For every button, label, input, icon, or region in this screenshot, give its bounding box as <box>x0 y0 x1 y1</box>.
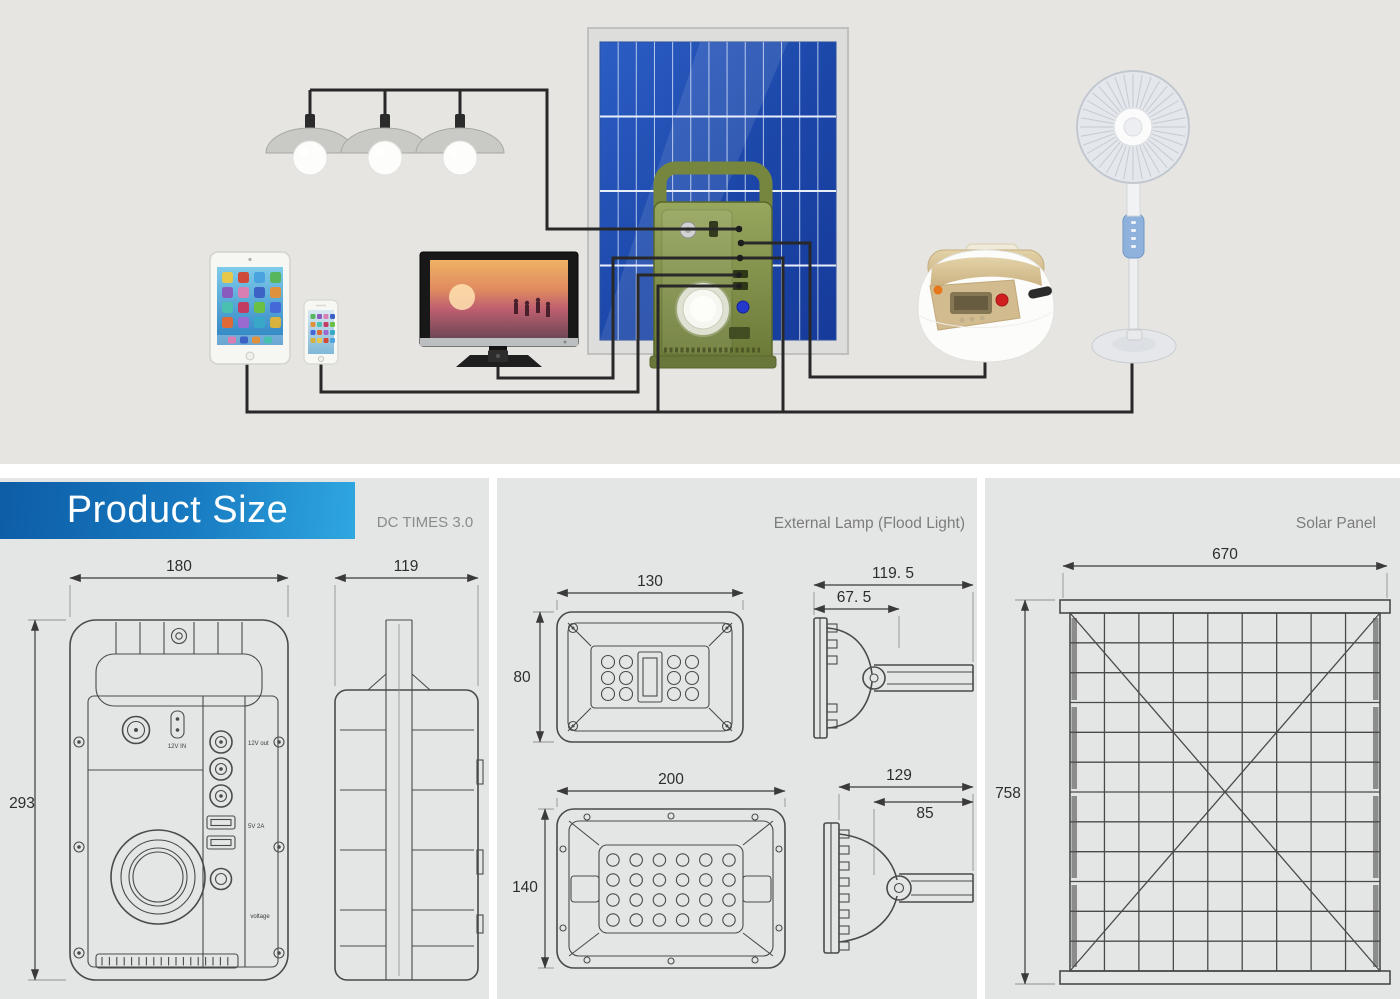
rice-cooker-illustration <box>917 243 1055 363</box>
station-blue-button <box>736 300 750 314</box>
external-lamp-drawing: 130 80 119. 5 67. 5 <box>512 565 974 969</box>
dc-output-ports <box>209 730 233 808</box>
dim-small-width: 130 <box>637 573 663 590</box>
pendant-lamps-illustration <box>265 114 505 176</box>
fan-neck-clamp <box>1122 213 1145 259</box>
dim-solar-height: 758 <box>995 785 1021 802</box>
solar-grid <box>1069 612 1381 972</box>
dimension-lines: 180 119 293 <box>9 558 479 981</box>
dim-large-bracket: 85 <box>916 805 933 822</box>
vent-slots <box>101 957 229 966</box>
wire-cooker <box>742 241 987 379</box>
handle-hatch <box>115 622 243 654</box>
dim-small-height: 80 <box>513 669 531 686</box>
product-size-drawing: 180 119 293 12V IN 12V out <box>9 558 484 981</box>
solar-panel-outline <box>1059 599 1391 985</box>
wire-fan-feed <box>740 256 785 412</box>
label-dc-in: 12V IN <box>168 744 186 750</box>
system-diagram-canvas <box>209 27 1190 414</box>
external-lamp-panel: External Lamp (Flood Light) 130 80 <box>497 478 977 999</box>
front-view-drawing: 12V IN 12V out 5V 2A voltage <box>69 619 289 981</box>
front-screws <box>73 736 285 959</box>
label-dc-out: 12V out <box>248 741 269 747</box>
small-front-screws <box>567 622 733 732</box>
label-voltage: voltage <box>250 914 270 920</box>
large-side-fins <box>838 829 850 951</box>
dim-front-height: 293 <box>9 795 35 812</box>
cooker-orange-button <box>933 285 943 295</box>
tv-illustration <box>419 251 579 367</box>
label-usb: 5V 2A <box>248 824 264 830</box>
wire-tv <box>496 256 737 380</box>
tablet-illustration <box>209 251 291 365</box>
large-floodlight-side: 129 85 <box>823 767 974 954</box>
smartphone-illustration <box>303 299 339 365</box>
small-side-fins <box>826 623 838 729</box>
dimension-lines: 670 758 <box>995 546 1388 985</box>
large-front-screws <box>559 812 783 965</box>
stand-fan-illustration <box>1076 70 1190 364</box>
product-size-panel: Product Size DC TIMES 3.0 180 119 293 <box>0 478 489 999</box>
phone-app-icons <box>310 314 335 343</box>
side-ribs <box>340 729 474 947</box>
large-led-grid <box>606 853 736 927</box>
external-lamp-title: External Lamp (Flood Light) <box>773 515 965 532</box>
connection-wires <box>245 88 1134 414</box>
large-floodlight-front: 200 140 <box>512 771 786 969</box>
fan-blades <box>1080 74 1186 180</box>
tv-screen-figures <box>513 297 551 317</box>
product-size-title: Product Size <box>66 489 289 531</box>
dim-small-bracket: 67. 5 <box>837 589 871 606</box>
tablet-home-button <box>245 351 255 361</box>
dim-large-width: 200 <box>658 771 684 788</box>
small-floodlight-front: 130 80 <box>513 573 744 743</box>
port-dots <box>735 225 745 289</box>
wire-lamps <box>310 88 737 231</box>
product-size-banner: Product Size <box>0 482 355 539</box>
dim-front-width: 180 <box>166 558 192 575</box>
dim-small-depth: 119. 5 <box>872 565 914 582</box>
wire-tablet-tap <box>656 284 737 412</box>
mounting-rails <box>1071 618 1379 967</box>
model-label: DC TIMES 3.0 <box>376 514 474 531</box>
solar-panel-drawing: 670 758 <box>995 546 1391 985</box>
wire-tablet-fan-bus <box>245 362 1134 414</box>
small-led-grid <box>600 654 700 702</box>
solar-panel-spec-panel: Solar Panel 670 758 <box>985 478 1400 999</box>
phone-home-button <box>317 355 325 363</box>
dim-large-height: 140 <box>512 879 538 896</box>
cooker-red-button <box>995 293 1009 307</box>
dim-large-depth: 129 <box>886 767 912 784</box>
tablet-app-icons <box>217 272 283 345</box>
system-connection-diagram <box>0 0 1400 464</box>
side-view-drawing <box>334 619 484 981</box>
solar-panel-title: Solar Panel <box>1295 515 1376 532</box>
wire-phone <box>319 273 737 394</box>
small-floodlight-side: 119. 5 67. 5 <box>813 565 974 739</box>
dim-solar-width: 670 <box>1212 546 1238 563</box>
tablet-camera <box>248 257 252 262</box>
dim-side-width: 119 <box>394 558 419 575</box>
